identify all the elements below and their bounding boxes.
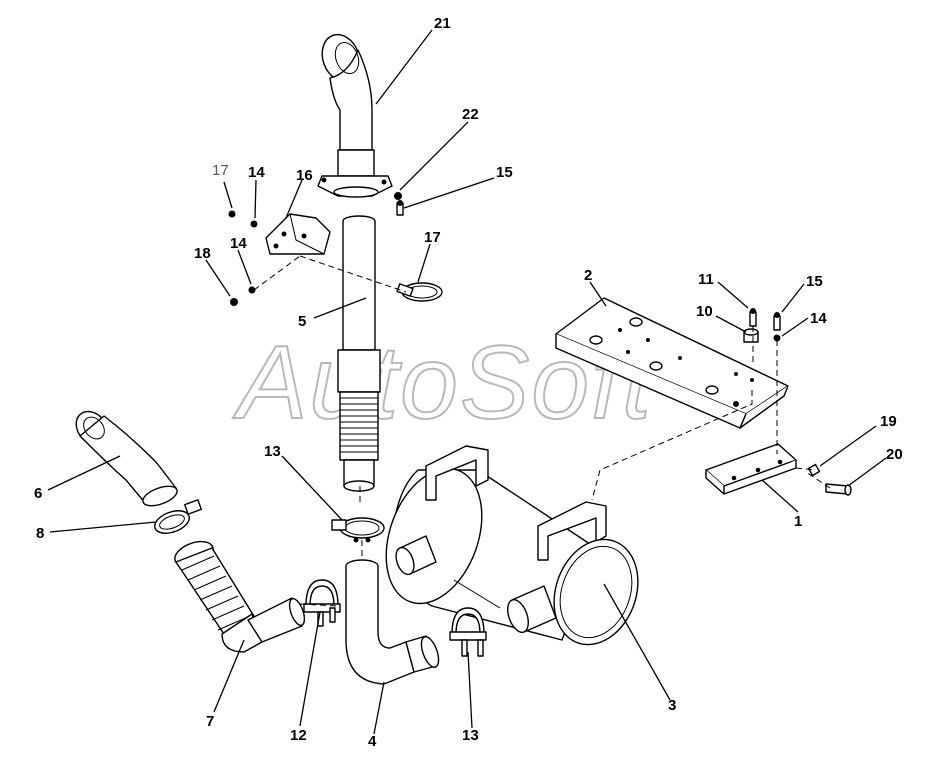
u-clamp-part-12 (303, 579, 341, 627)
callout-13-upper: 13 (264, 443, 281, 460)
bolt-part-11 (749, 308, 757, 327)
callout-3: 3 (668, 697, 676, 714)
nut-18 (230, 298, 238, 306)
callout-14-upper: 14 (248, 164, 265, 181)
callout-20: 20 (886, 446, 903, 463)
fasteners-left (228, 210, 258, 306)
bolt-part-20 (825, 483, 852, 496)
bolt-part-19 (807, 463, 821, 477)
callout-13-lower: 13 (462, 727, 479, 744)
flex-hose-corrugations (181, 555, 251, 631)
callout-14-right: 14 (810, 310, 827, 327)
callout-8: 8 (36, 525, 44, 542)
flex-hose-part-7 (174, 540, 306, 653)
callout-21: 21 (434, 15, 451, 32)
callout-labels: 21 22 15 17 14 16 18 14 17 5 2 11 15 10 … (34, 15, 903, 750)
flex-bellows (340, 397, 378, 453)
muffler-inlet (395, 535, 437, 576)
callout-4: 4 (368, 733, 377, 750)
angle-bracket-part-1 (705, 443, 797, 495)
assembly-lines (253, 255, 831, 607)
intake-elbow-part-6 (75, 410, 178, 507)
spacer-part-10 (743, 328, 759, 343)
mounting-plate-part-2 (555, 297, 789, 429)
bolt-part-15-top (396, 200, 404, 216)
callout-14-lower: 14 (230, 235, 247, 252)
muffler-outlet (507, 585, 557, 633)
washer-14a (250, 220, 258, 228)
callout-5: 5 (298, 313, 306, 330)
leader-lines (47, 29, 887, 735)
callout-15-right: 15 (806, 273, 823, 290)
muffler-part-3 (385, 445, 639, 646)
clamp-part-13-upper (331, 517, 385, 543)
j-pipe-part-4 (345, 559, 440, 685)
callout-17-left: 17 (212, 162, 229, 179)
callout-17-right: 17 (424, 229, 441, 246)
callout-15-top: 15 (496, 164, 513, 181)
washer-part-22 (394, 192, 402, 200)
callout-16: 16 (296, 167, 313, 184)
bolt-part-15-right (773, 312, 781, 331)
callout-10: 10 (696, 303, 713, 320)
u-clamp-part-13-lower (449, 607, 487, 657)
hose-clamp-part-8 (154, 499, 202, 534)
callout-11: 11 (698, 271, 714, 288)
callout-2: 2 (584, 267, 592, 284)
clamp-part-17 (396, 282, 443, 302)
callout-19: 19 (880, 413, 897, 430)
callout-1: 1 (794, 513, 802, 530)
bracket-part-16 (265, 213, 331, 255)
callout-7: 7 (206, 713, 214, 730)
callout-22: 22 (462, 106, 479, 123)
flex-pipe-part-5 (337, 215, 381, 492)
callout-6: 6 (34, 485, 42, 502)
callout-18: 18 (194, 245, 211, 262)
washer-14b (248, 286, 256, 294)
callout-12: 12 (290, 727, 307, 744)
nut-17a (228, 210, 236, 218)
stack-elbow-part-21 (317, 33, 393, 198)
